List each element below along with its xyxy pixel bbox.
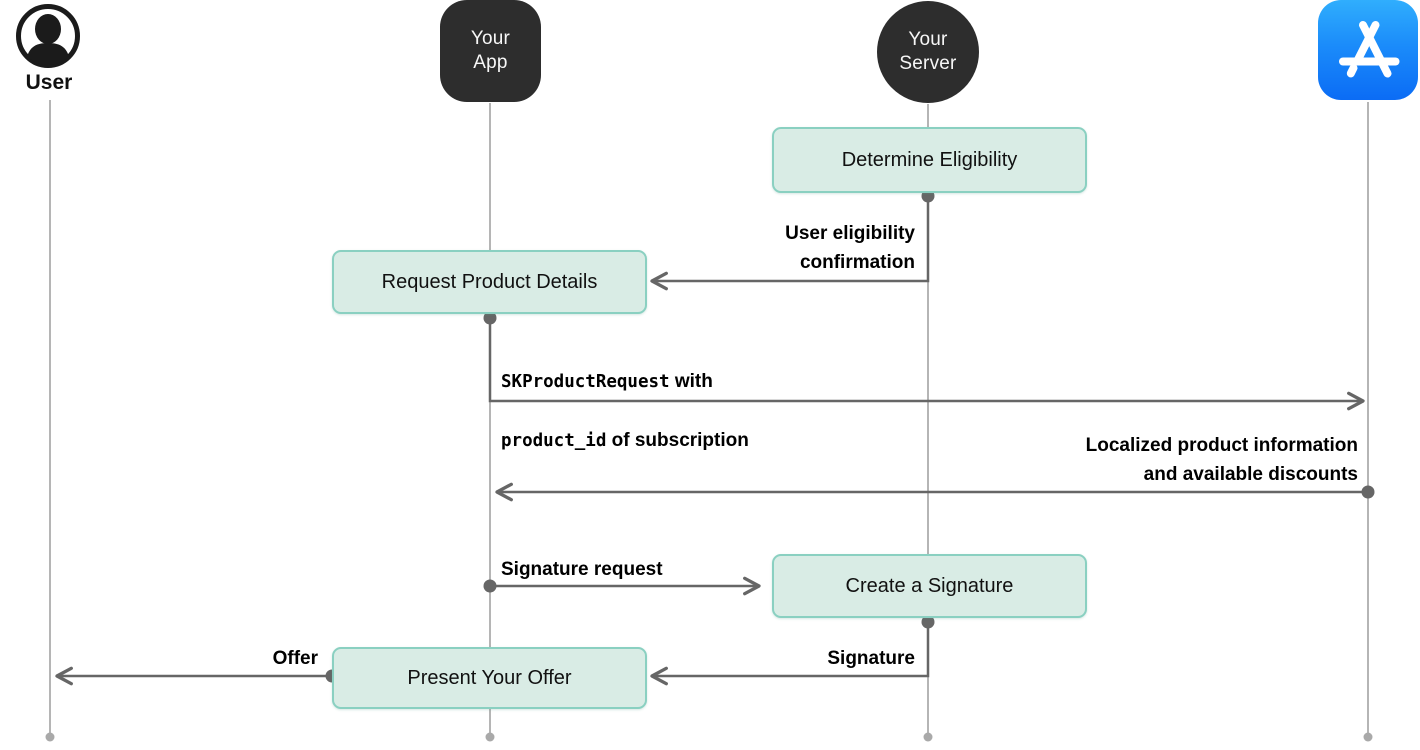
label-skproductrequest: SKProductRequest with product_id of subs… bbox=[501, 338, 749, 485]
label-user-eligibility-confirmation: User eligibility confirmation bbox=[785, 223, 915, 273]
label-text: of subscription bbox=[606, 430, 749, 451]
actor-your-server: Your Server bbox=[877, 1, 979, 103]
label-skproductrequest-line2: product_id of subscription bbox=[501, 426, 749, 456]
lifeline-end-dot bbox=[923, 732, 933, 742]
box-request-product-details: Request Product Details bbox=[332, 250, 647, 314]
box-label: Request Product Details bbox=[381, 270, 598, 293]
label-skproductrequest-line1: SKProductRequest with bbox=[501, 367, 749, 397]
lifeline-end-dot bbox=[45, 732, 55, 742]
box-label: Present Your Offer bbox=[407, 666, 572, 689]
origin-dot bbox=[483, 579, 497, 593]
label-localized-product-information: Localized product information and availa… bbox=[1085, 435, 1358, 485]
box-present-your-offer: Present Your Offer bbox=[332, 647, 647, 709]
lifeline-end-dot bbox=[1363, 732, 1373, 742]
arrow-signature bbox=[650, 622, 930, 686]
label-offer: Offer bbox=[272, 648, 318, 669]
app-store-icon bbox=[1318, 0, 1418, 100]
origin-dot bbox=[921, 615, 935, 629]
code-skproductrequest: SKProductRequest bbox=[501, 372, 670, 392]
box-determine-eligibility: Determine Eligibility bbox=[772, 127, 1087, 193]
user-icon bbox=[14, 2, 82, 70]
actor-label-your-server: Your Server bbox=[899, 29, 957, 74]
actor-label-user: User bbox=[25, 71, 73, 94]
app-store-a-stub bbox=[1346, 64, 1358, 78]
box-label: Determine Eligibility bbox=[841, 148, 1018, 171]
label-signature: Signature bbox=[827, 648, 915, 669]
origin-dot bbox=[483, 311, 497, 325]
lifeline-end-dot bbox=[485, 732, 495, 742]
arrow-skproductrequest bbox=[488, 318, 1365, 411]
box-create-a-signature: Create a Signature bbox=[772, 554, 1087, 618]
label-text: with bbox=[669, 371, 713, 392]
app-store-a-left-leg bbox=[1353, 21, 1380, 66]
code-product-id: product_id bbox=[501, 431, 607, 451]
origin-dot bbox=[1361, 485, 1375, 499]
actor-label-your-app: Your App bbox=[470, 28, 511, 73]
arrow-user-eligibility bbox=[650, 196, 930, 291]
label-signature-request: Signature request bbox=[501, 559, 663, 580]
box-label: Create a Signature bbox=[845, 574, 1014, 597]
actor-your-app: Your App bbox=[440, 0, 541, 102]
